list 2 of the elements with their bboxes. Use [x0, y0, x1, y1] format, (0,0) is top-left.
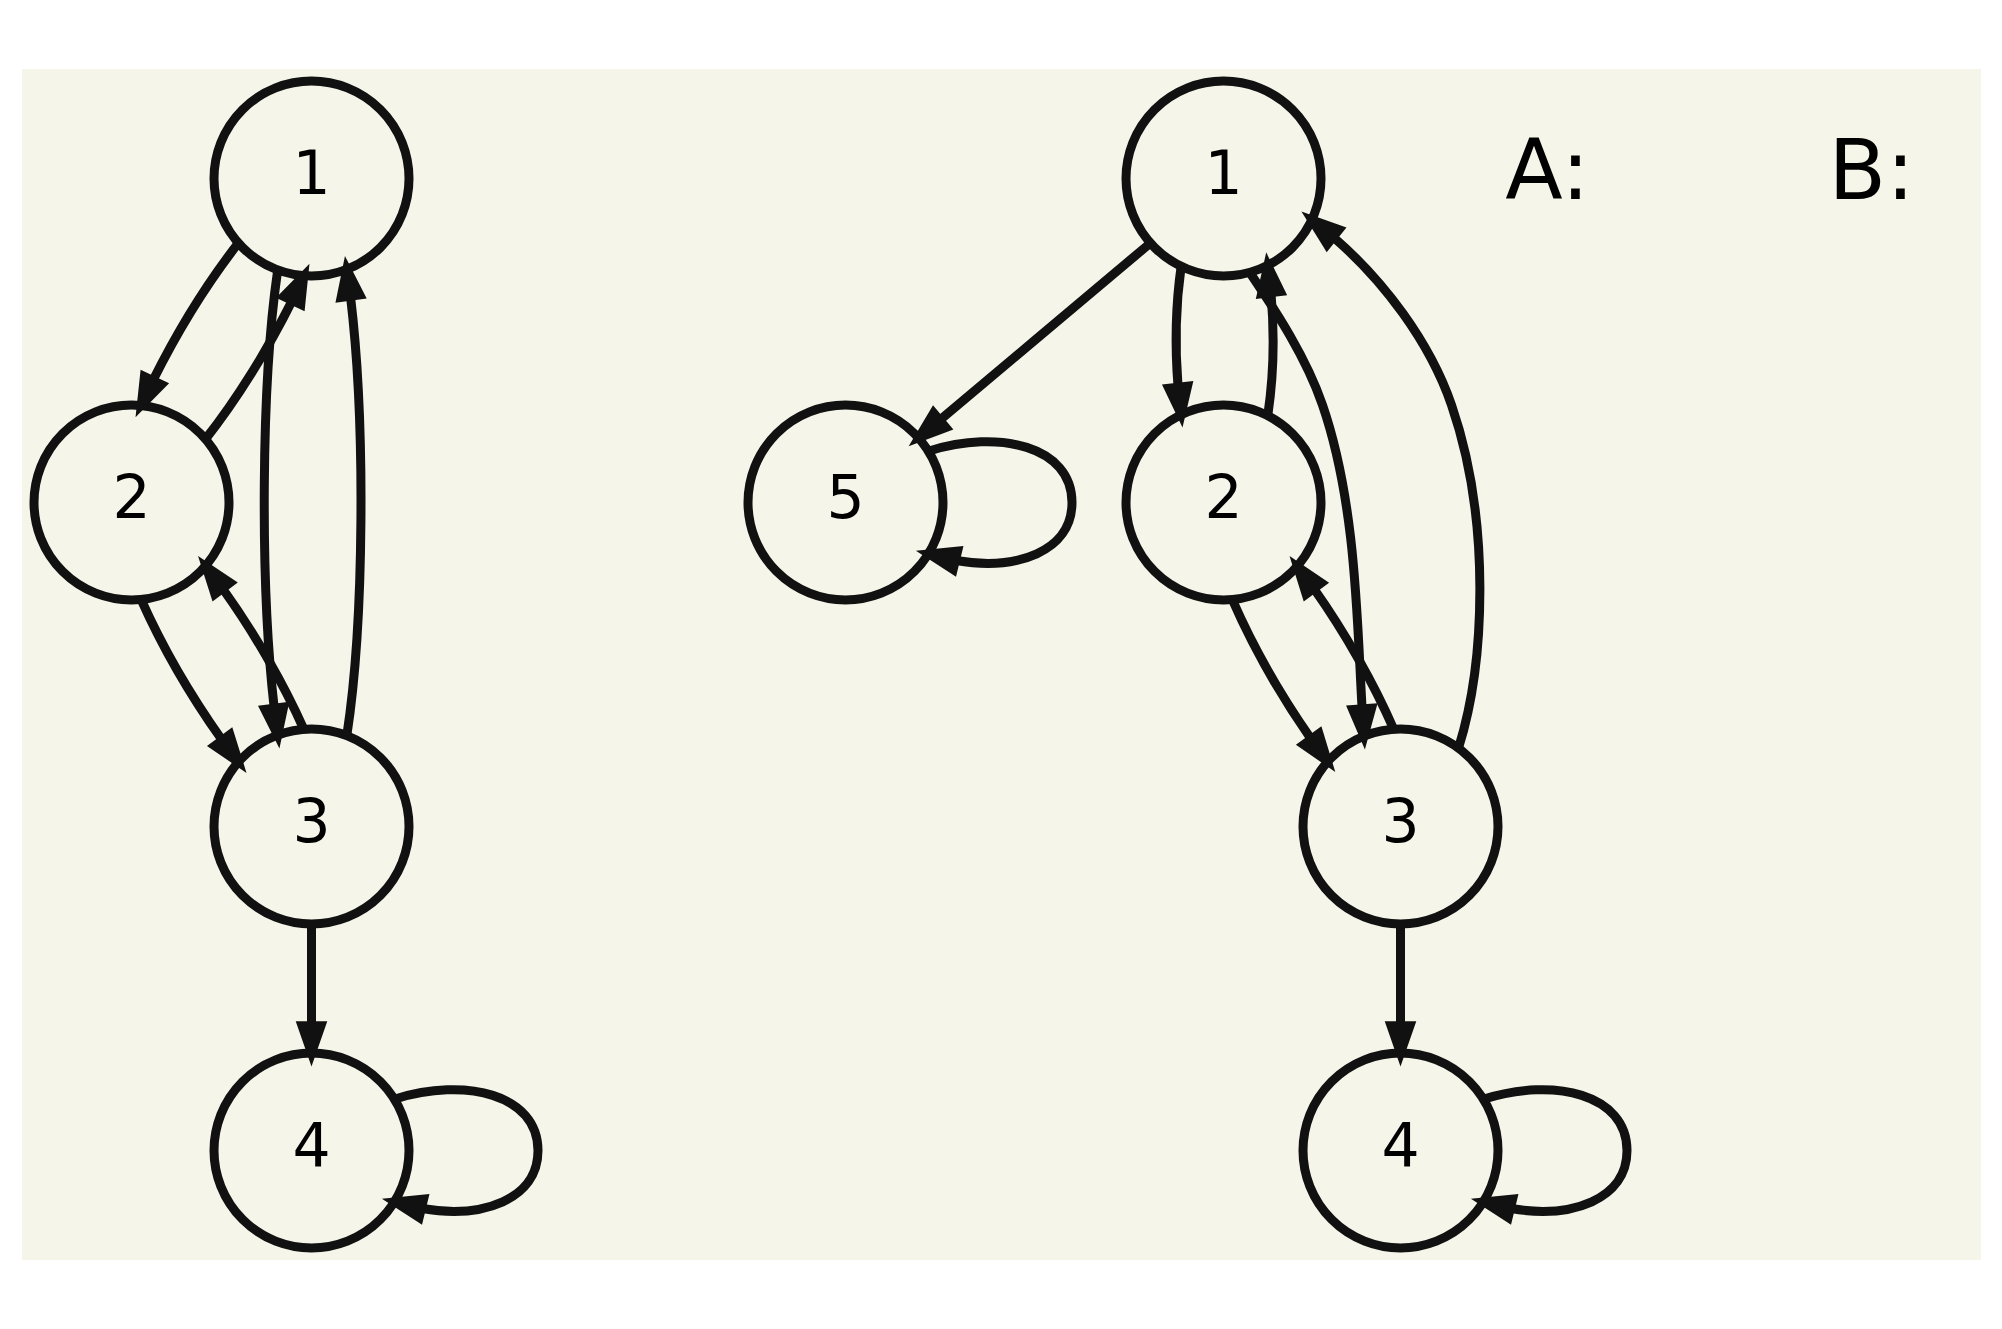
label: B:: [1828, 121, 1914, 220]
label: A:: [1504, 121, 1590, 220]
